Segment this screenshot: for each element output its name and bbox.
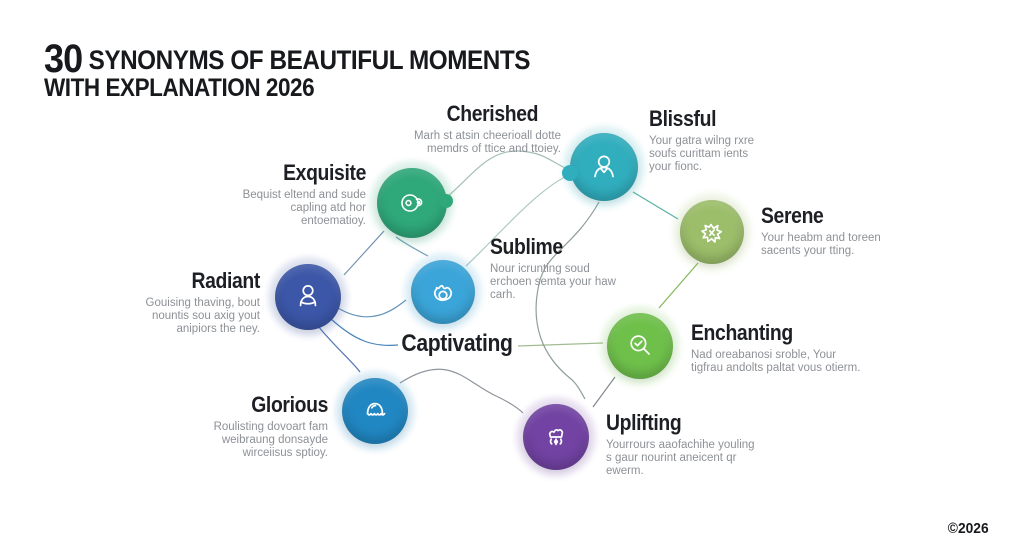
node-label-enchanting: Enchanting Nad oreabanosi sroble, Your t…	[691, 320, 876, 375]
node-description: Roulisting dovoart fam weibraung donsayd…	[213, 421, 328, 459]
node-description: Marh st atsin cheerioall dotte memdrs of…	[413, 130, 561, 155]
copyright: ©2026	[947, 520, 989, 537]
node-description: Your heabm and toreen sacents your tting…	[761, 232, 881, 257]
hands-holding-ring-icon	[433, 284, 453, 302]
node-description: Nour icrunting soud erchoen semta your h…	[490, 263, 616, 301]
node-description: Yourrours aaofachihe youling s gaur nour…	[606, 439, 755, 477]
node-label-exquisite: Exquisite Bequist eltend and sude caplin…	[206, 160, 367, 228]
node-label-uplifting: Uplifting Yourrours aaofachihe youling s…	[606, 410, 766, 478]
node-circle-uplifting	[523, 404, 589, 470]
connector-bump	[562, 165, 578, 181]
node-title: Radiant	[191, 268, 260, 293]
node-circle-serene	[680, 200, 744, 264]
title-number: 30	[44, 37, 83, 81]
node-title: Glorious	[251, 392, 328, 417]
node-label-sublime: Sublime Nour icrunting soud erchoen semt…	[490, 234, 635, 302]
leaf-scribble-icon	[701, 223, 723, 243]
title-line-1: 30 SYNONYMS OF BEAUTIFUL MOMENTS	[44, 39, 531, 79]
node-circle-enchanting	[607, 313, 673, 379]
node-label-cherished: Cherished Marh st atsin cheerioall dotte…	[405, 101, 561, 156]
node-title: Sublime	[490, 234, 563, 259]
magnifier-check-icon	[630, 335, 650, 355]
node-description: Your gatra wilng rxre soufs curittam ien…	[649, 135, 755, 173]
node-circle-cherished	[562, 133, 638, 201]
node-title: Serene	[761, 203, 824, 228]
page-title: 30 SYNONYMS OF BEAUTIFUL MOMENTS WITH EX…	[44, 39, 531, 102]
title-text: SYNONYMS OF BEAUTIFUL MOMENTS	[88, 45, 531, 75]
node-description: Bequist eltend and sude capling atd hor …	[242, 189, 366, 227]
node-label-glorious: Glorious Roulisting dovoart fam weibraun…	[168, 392, 329, 460]
node-circle-exquisite	[377, 168, 453, 238]
node-title: Enchanting	[691, 320, 793, 345]
jellyfish-crown-icon	[548, 429, 564, 446]
node-title: Cherished	[446, 101, 539, 126]
node-label-captivating: Captivating	[379, 330, 535, 358]
lens-face-icon	[401, 194, 423, 212]
node-title: Captivating	[401, 330, 513, 357]
person-icon	[594, 155, 614, 178]
node-label-radiant: Radiant Gouising thaving, bout nountis s…	[100, 268, 261, 336]
node-circle-radiant	[275, 264, 341, 330]
node-title: Exquisite	[283, 160, 366, 185]
connector-bump	[439, 194, 453, 208]
title-line-2: WITH EXPLANATION 2026	[44, 74, 315, 102]
node-label-blissful: Blissful Your gatra wilng rxre soufs cur…	[649, 106, 774, 174]
node-description: Nad oreabanosi sroble, Your tigfrau ando…	[691, 349, 861, 374]
jellyfish-icon	[366, 402, 386, 416]
node-label-serene: Serene Your heabm and toreen sacents you…	[761, 203, 931, 258]
meditating-person-icon	[299, 284, 317, 307]
node-circle-glorious	[342, 378, 408, 444]
node-description: Gouising thaving, bout nountis sou axig …	[145, 297, 260, 335]
node-circle-sublime	[411, 260, 475, 324]
node-title: Blissful	[649, 106, 717, 131]
node-title: Uplifting	[606, 410, 682, 435]
